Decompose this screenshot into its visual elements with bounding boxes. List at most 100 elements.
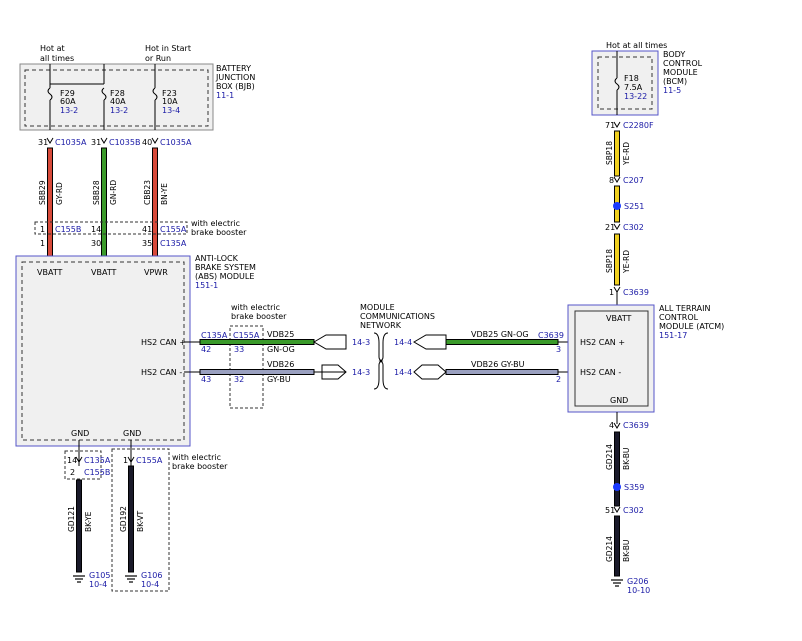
bcm-conn4-name: C3639 <box>623 288 649 297</box>
booster-mid-pin-hi: 33 <box>234 345 244 354</box>
abs-gnd-label-1: GND <box>71 429 89 438</box>
abs-pin-vbatt-2: VBATT <box>91 268 117 277</box>
body-control-module: Hot at all times BODY CONTROL MODULE (BC… <box>591 41 703 116</box>
fuse-f23-amps: 10A <box>162 97 178 106</box>
atcm-inner-box <box>574 310 649 407</box>
wire-vdb26-left-color: GY-BU <box>267 375 291 384</box>
all-terrain-control-module: ALL TERRAIN CONTROL MODULE (ATCM) 151-17… <box>567 304 724 413</box>
wire-sbp18-lower-color: YE-RD <box>622 250 631 274</box>
wire-gd121-circuit: GD121 <box>67 506 76 532</box>
bjb-connectors: 31 C1035A 31 C1035B 40 C1035A <box>38 137 192 147</box>
bjb-hot-label-2: all times <box>40 54 74 63</box>
booster-top-note-1: with electric <box>191 219 240 228</box>
gnd-conn3-name: C155A <box>136 456 163 465</box>
wire-sbb28-color: GN-RD <box>109 180 118 205</box>
fuse-f18-id: F18 <box>624 74 639 83</box>
bcm-inner-box <box>597 56 653 110</box>
bjb-conn2-name: C1035B <box>109 138 140 147</box>
bjb-conn1-pin: 31 <box>38 138 48 147</box>
ground-g206-icon <box>610 579 624 587</box>
atcm-can-pin-hi: 3 <box>556 345 561 354</box>
gnd-conn2-pin: 2 <box>70 468 75 477</box>
wire-vdb26-right <box>445 369 559 375</box>
wire-gd214-lower-circuit: GD214 <box>605 536 614 562</box>
c135a-name: C135A <box>160 239 187 248</box>
booster-gnd-note-2: brake booster <box>172 462 228 471</box>
abs-title-3: (ABS) MODULE <box>195 272 254 281</box>
wire-sbb29 <box>47 147 53 257</box>
fuse-f23-ref: 13-4 <box>162 106 180 115</box>
wire-sbb28-circuit: SBB28 <box>92 180 101 205</box>
wire-vdb25-left-color: GN-OG <box>267 345 295 354</box>
c155b-gnd-box <box>64 450 102 480</box>
atcm-can-wires: 14-4 14-4 VDB25 GN-OG VDB26 GY-BU C3639 … <box>394 330 575 384</box>
wire-cbb23 <box>152 147 158 257</box>
bcm-conn3-name: C302 <box>623 223 644 232</box>
gnd-conn2-name: C155B <box>84 468 110 477</box>
fuse-f28-icon <box>101 87 107 101</box>
booster-mid-box <box>229 325 264 409</box>
bjb-conn2-pin: 31 <box>91 138 101 147</box>
wire-sbb29-circuit: SBB29 <box>38 180 47 205</box>
ground-g206-name: G206 <box>627 577 648 586</box>
fuse-f18-icon <box>614 77 620 91</box>
bjb-hot-start-label-2: or Run <box>145 54 171 63</box>
booster-mid-note-2: brake booster <box>231 312 287 321</box>
wire-vdb26-left <box>199 369 315 375</box>
ground-g105-name: G105 <box>89 571 110 580</box>
bcm-conn4-pin: 1 <box>609 288 614 297</box>
network-bracket-right <box>378 332 389 390</box>
bjb-hot-start-label-1: Hot in Start <box>145 44 191 53</box>
atcm-can-lo-label: HS2 CAN - <box>580 368 621 377</box>
ground-g105-icon <box>72 575 86 583</box>
bjb-title-1: BATTERY <box>216 64 251 73</box>
wire-gd192 <box>128 465 134 573</box>
bcm-power-feed: 71 C2280F SBP18 YE-RD 8 C207 S251 21 C30… <box>605 121 654 305</box>
bcm-title-2: CONTROL <box>663 59 703 68</box>
fuse-f28-amps: 40A <box>110 97 126 106</box>
wire-sbp18-lower <box>614 233 620 286</box>
wire-gd192-circuit: GD192 <box>119 506 128 532</box>
booster-gnd-box <box>111 448 170 592</box>
fuse-f23-id: F23 <box>162 89 177 98</box>
bcm-hot-label: Hot at all times <box>606 41 667 50</box>
network-arrow-right-hi <box>413 334 447 350</box>
wire-sbp18-upper-color: YE-RD <box>622 142 631 166</box>
gnd-conn3-pin: 1 <box>123 456 128 465</box>
abs-can-wires: VDB25 GN-OG VDB26 GY-BU 14-3 14-3 <box>184 330 370 384</box>
wire-vdb26-left-circuit: VDB26 <box>267 360 294 369</box>
bjb-conn3-pin: 40 <box>142 138 152 147</box>
atcm-can-hi-label: HS2 CAN + <box>580 338 625 347</box>
network-label: MODULE COMMUNICATIONS NETWORK <box>360 303 435 390</box>
wire-gd214-upper-circuit: GD214 <box>605 444 614 470</box>
network-title-1: MODULE <box>360 303 395 312</box>
bcm-ref: 11-5 <box>663 86 681 95</box>
c135a-pin2: 30 <box>91 239 101 248</box>
atcm-title-2: CONTROL <box>659 313 699 322</box>
abs-can-pin-lo: 43 <box>201 375 211 384</box>
wire-gd192-color: BK-VT <box>136 510 145 532</box>
wire-gd214-upper-color: BK-BU <box>622 448 631 470</box>
wire-vdb25-right <box>445 339 559 345</box>
wire-gd214-lower <box>614 515 620 577</box>
wire-vdb25-left-circuit: VDB25 <box>267 330 294 339</box>
wire-vdb25-left <box>199 339 315 345</box>
network-title-2: COMMUNICATIONS <box>360 312 435 321</box>
atcm-box <box>567 304 655 413</box>
fuse-f29-ref: 13-2 <box>60 106 78 115</box>
wire-sbp18-upper-circuit: SBP18 <box>605 141 614 165</box>
atcm-ref: 151-17 <box>659 331 687 340</box>
fuse-f28-id: F28 <box>110 89 125 98</box>
abs-can-connector: C135A 42 43 <box>201 331 228 384</box>
wire-vdb25-right-label: VDB25 GN-OG <box>471 330 529 339</box>
atcm-gnd-conn1-name: C3639 <box>623 421 649 430</box>
atcm-can-conn-name: C3639 <box>538 331 564 340</box>
booster-mid-connector: with electric brake booster C155A 33 32 <box>229 303 287 409</box>
wire-sbb29-color: GY-RD <box>55 182 64 205</box>
atcm-gnd-conn2-pin: 51 <box>605 506 615 515</box>
abs-can-pin-hi: 42 <box>201 345 211 354</box>
wire-gd121 <box>76 479 82 573</box>
atcm-can-pin-lo: 2 <box>556 375 561 384</box>
bjb-title-2: JUNCTION <box>215 73 255 82</box>
wire-gd214-upper <box>614 431 620 507</box>
